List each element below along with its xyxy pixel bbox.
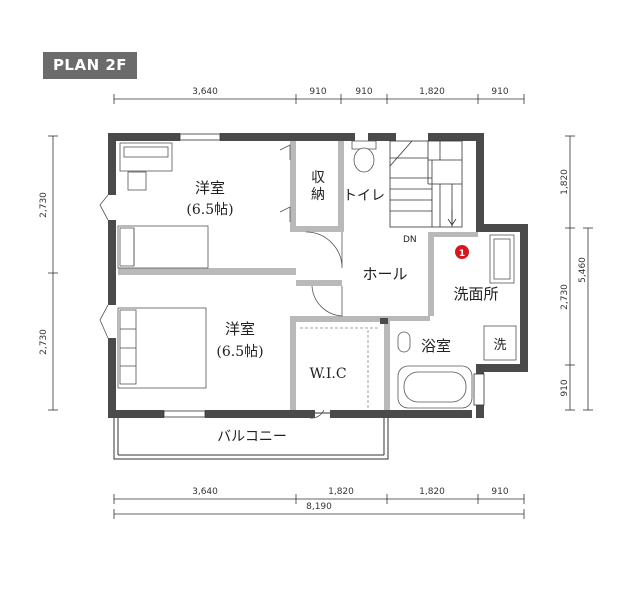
bottom-dim-2: 1,820 — [328, 487, 354, 497]
bed-upper — [117, 225, 209, 269]
bottom-dim-1: 3,640 — [192, 487, 218, 497]
washer-label: 洗 — [493, 338, 506, 353]
partition-walls — [118, 136, 478, 410]
wic-hanging-rods — [300, 327, 380, 408]
storage-label-1: 収 — [311, 170, 325, 186]
bathroom-label: 浴室 — [421, 337, 451, 355]
right-dim-2: 2,730 — [560, 284, 570, 310]
marker-badge — [455, 245, 469, 259]
top-dim-1: 3,640 — [192, 87, 218, 97]
top-dim-3: 910 — [355, 87, 372, 97]
staircase — [389, 140, 463, 228]
room2-size: (6.5帖) — [216, 344, 263, 360]
room2-label: 洋室 — [225, 320, 255, 338]
exterior-walls — [108, 133, 528, 418]
bottom-dimension-line — [113, 494, 525, 519]
hall-label: ホール — [362, 265, 407, 283]
left-dim-2: 2,730 — [39, 329, 49, 355]
right-dim-1: 1,820 — [560, 169, 570, 195]
storage-label-2: 納 — [311, 187, 325, 203]
left-dimension-line — [48, 135, 58, 411]
plan-label: PLAN 2F — [43, 52, 137, 79]
toilet-fixture — [351, 140, 377, 173]
door-swings — [99, 194, 343, 419]
room1-size: (6.5帖) — [186, 202, 233, 218]
top-dim-2: 910 — [309, 87, 326, 97]
top-dim-4: 1,820 — [419, 87, 445, 97]
windows — [163, 133, 485, 418]
right-dimension-line — [565, 135, 593, 411]
stair-down-label: DN — [403, 235, 417, 245]
washroom-label: 洗面所 — [453, 285, 498, 303]
wic-label: W.I.C — [309, 366, 346, 382]
left-dim-1: 2,730 — [39, 192, 49, 218]
storage-doors — [279, 144, 291, 222]
bed-lower — [117, 307, 207, 389]
right-dim-total: 5,460 — [578, 257, 588, 283]
balcony-label: バルコニー — [217, 429, 287, 445]
wash-basin — [489, 234, 515, 284]
washer-box — [483, 325, 517, 361]
marker-number: 1 — [459, 249, 465, 259]
bottom-dim-4: 910 — [491, 487, 508, 497]
right-dim-3: 910 — [560, 379, 570, 396]
bathtub — [397, 331, 473, 409]
toilet-label: トイレ — [343, 188, 385, 204]
bottom-dim-3: 1,820 — [419, 487, 445, 497]
top-dimension-line — [113, 94, 525, 104]
bottom-dim-total: 8,190 — [306, 502, 332, 512]
room1-label: 洋室 — [195, 179, 225, 197]
top-dim-5: 910 — [491, 87, 508, 97]
desk — [119, 142, 173, 191]
